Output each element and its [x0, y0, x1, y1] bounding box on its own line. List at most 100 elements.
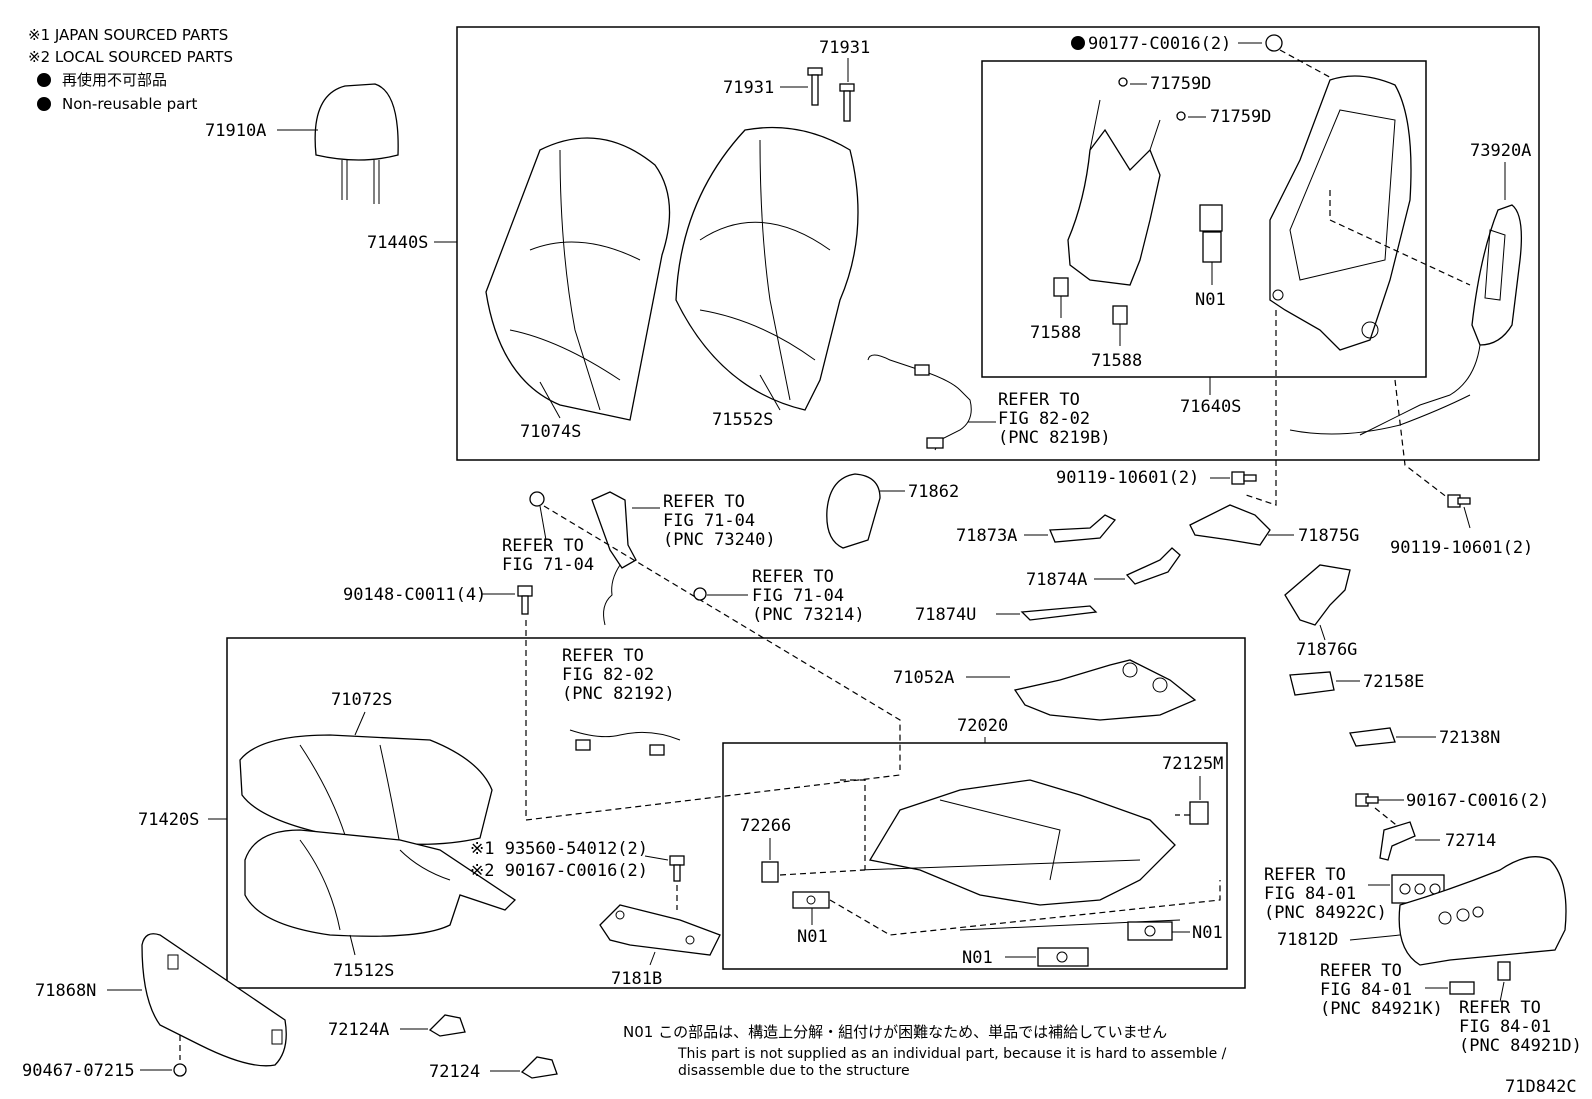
bolt-93560-part[interactable]: [669, 855, 685, 882]
label-90167-b: ※2 90167-C0016(2): [470, 861, 648, 881]
trim-71873A-part[interactable]: [1049, 514, 1117, 543]
cover-71862-part[interactable]: [826, 473, 881, 549]
airbag-harness-part[interactable]: [1289, 394, 1471, 435]
seat-cushion-pad-part[interactable]: [239, 734, 493, 846]
knob-84921K-part[interactable]: [1449, 981, 1475, 995]
clip-71588-part[interactable]: [1053, 277, 1128, 325]
trim-71876G-part[interactable]: [1284, 564, 1351, 626]
ref-84-01-a[interactable]: REFER TO FIG 84-01 (PNC 84922C): [1264, 865, 1387, 923]
legend-local: ※2 LOCAL SOURCED PARTS: [28, 48, 233, 66]
knob-84921D-part[interactable]: [1497, 961, 1511, 981]
trim-71874A-part[interactable]: [1125, 547, 1181, 585]
bolt-90177-part[interactable]: [1265, 34, 1283, 52]
label-71588-a: 71588: [1030, 323, 1081, 343]
label-71440S: 71440S: [367, 233, 428, 253]
front-cover-71868N-part[interactable]: [141, 933, 287, 1067]
ref-line-1: REFER TO: [998, 390, 1080, 410]
clip-90467-part[interactable]: [173, 1063, 187, 1077]
ref-line-2: FIG 84-01: [1459, 1017, 1551, 1037]
ref-line-3: (PNC 8219B): [998, 428, 1111, 448]
label-72125M: 72125M: [1162, 754, 1223, 774]
ref-84-01-b[interactable]: REFER TO FIG 84-01 (PNC 84921K): [1320, 961, 1443, 1019]
side-airbag-part[interactable]: [1359, 204, 1523, 436]
trim-72158E-part[interactable]: [1289, 671, 1335, 696]
harness-71052A-part[interactable]: [1013, 659, 1197, 721]
seat-adjuster-subgroup-box: [722, 742, 1228, 970]
label-n01-top: N01: [1195, 290, 1226, 310]
label-90167-a: 90167-C0016(2): [1406, 791, 1549, 811]
ref-line-1: REFER TO: [1264, 865, 1346, 885]
ref-line-1: REFER TO: [1459, 998, 1541, 1018]
ref-84-01-c[interactable]: REFER TO FIG 84-01 (PNC 84921D): [1459, 998, 1582, 1056]
ref-82-02-mid[interactable]: REFER TO FIG 82-02 (PNC 82192): [562, 646, 675, 704]
clip-72124A-part[interactable]: [428, 1014, 466, 1037]
label-71552S: 71552S: [712, 410, 773, 430]
label-90119-a: 90119-10601(2): [1056, 468, 1199, 488]
ref-line-1: REFER TO: [502, 536, 584, 556]
sensor-72125M-part[interactable]: [1189, 801, 1209, 825]
footnote-en-1: This part is not supplied as an individu…: [677, 1046, 1227, 1062]
seatback-frame-part[interactable]: [1269, 75, 1412, 351]
motor-n01-top-part[interactable]: [1199, 204, 1223, 263]
seat-cushion-cover-part[interactable]: [244, 829, 517, 937]
bolt-90148-part[interactable]: [517, 585, 533, 615]
ref-82-02-top[interactable]: REFER TO FIG 82-02 (PNC 8219B): [998, 390, 1111, 448]
label-71875G: 71875G: [1298, 526, 1359, 546]
bolt-90119-a-part[interactable]: [1231, 471, 1257, 485]
ref-line-2: FIG 82-02: [562, 665, 654, 685]
side-shield-71812D-part[interactable]: [1398, 856, 1567, 966]
label-71052A: 71052A: [893, 668, 954, 688]
ref-line-1: REFER TO: [663, 492, 745, 512]
label-71873A: 71873A: [956, 526, 1017, 546]
nonreusable-dot-icon: [37, 73, 51, 87]
grommet-part[interactable]: [529, 491, 545, 507]
motor-n01-mid-part[interactable]: [792, 891, 830, 909]
label-n01-bottom: N01: [962, 948, 993, 968]
label-71876G: 71876G: [1296, 640, 1357, 660]
clip-71759D-part[interactable]: [1176, 111, 1186, 121]
label-90467: 90467-07215: [22, 1061, 135, 1081]
ref-line-2: FIG 71-04: [502, 555, 594, 575]
seatbelt-buckle-part[interactable]: [591, 491, 637, 626]
label-71420S: 71420S: [138, 810, 199, 830]
ref-71-04-a[interactable]: REFER TO FIG 71-04 (PNC 73240): [663, 492, 776, 550]
label-71640S: 71640S: [1180, 397, 1241, 417]
label-72158E: 72158E: [1363, 672, 1424, 692]
bolt-90167-a-part[interactable]: [1355, 793, 1379, 807]
label-72266: 72266: [740, 816, 791, 836]
ref-line-2: FIG 84-01: [1264, 884, 1356, 904]
bracket-72714-part[interactable]: [1379, 821, 1416, 861]
label-71812D: 71812D: [1277, 930, 1338, 950]
motor-n01-bottom-part[interactable]: [1037, 947, 1089, 967]
ref-line-1: REFER TO: [752, 567, 834, 587]
trim-71875G-part[interactable]: [1189, 504, 1271, 546]
clip-71759D-part[interactable]: [1118, 77, 1128, 87]
ref-71-04-c[interactable]: REFER TO FIG 71-04 (PNC 73214): [752, 567, 865, 625]
seatback-pad-part[interactable]: [485, 137, 671, 421]
ref-71-04-b[interactable]: REFER TO FIG 71-04: [502, 536, 594, 575]
seat-adjuster-part[interactable]: [859, 779, 1181, 931]
seatback-frame-subgroup-box: [981, 60, 1427, 378]
seatback-cover-part[interactable]: [675, 126, 859, 411]
grommet-part[interactable]: [693, 587, 707, 601]
clip-72124-part[interactable]: [520, 1056, 558, 1079]
label-71874U: 71874U: [915, 605, 976, 625]
bracket-72266-part[interactable]: [761, 861, 779, 883]
ref-line-3: (PNC 73240): [663, 530, 776, 550]
seatback-harness-part[interactable]: [867, 354, 972, 451]
bolt-71931-part[interactable]: [807, 67, 855, 122]
footnote-en-2: disassemble due to the structure: [678, 1063, 910, 1079]
recliner-bracket-part[interactable]: [1067, 99, 1161, 286]
headrest-part[interactable]: [314, 83, 399, 204]
label-90148: 90148-C0011(4): [343, 585, 486, 605]
motor-n01-right-part[interactable]: [1127, 921, 1173, 941]
cushion-harness-part[interactable]: [569, 729, 681, 756]
bracket-7181B-part[interactable]: [599, 904, 721, 956]
label-n01-right: N01: [1192, 923, 1223, 943]
bolt-90119-b-part[interactable]: [1447, 494, 1471, 508]
trim-72138N-part[interactable]: [1349, 727, 1396, 747]
legend-japan: ※1 JAPAN SOURCED PARTS: [28, 26, 228, 44]
trim-71874U-part[interactable]: [1020, 605, 1098, 621]
ref-line-1: REFER TO: [562, 646, 644, 666]
